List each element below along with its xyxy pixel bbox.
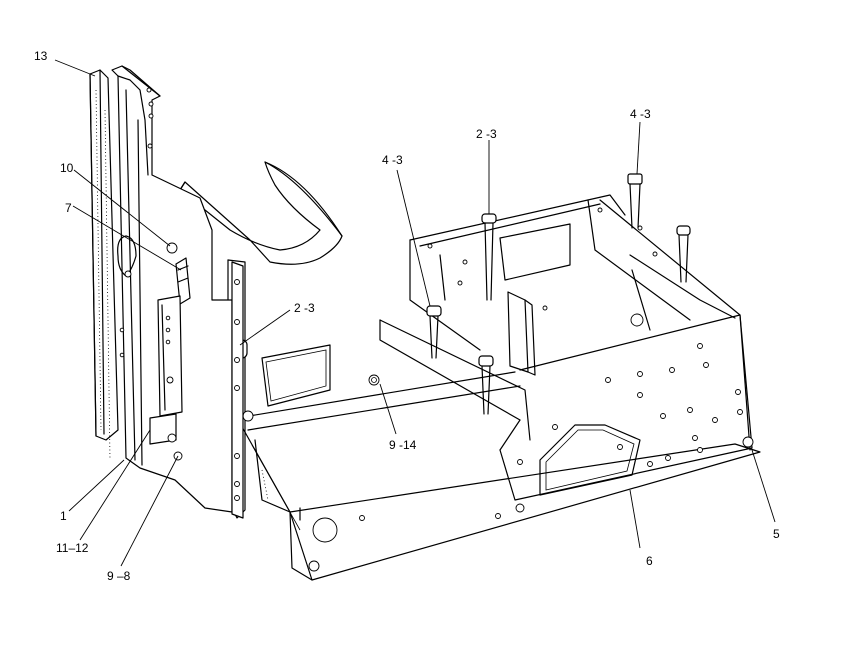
callout-1: 1: [60, 509, 67, 523]
callout-11-12: 11–12: [56, 541, 89, 555]
callout-4-3-mid: 4 -3: [382, 153, 403, 167]
callout-5: 5: [773, 527, 780, 541]
callout-10: 10: [60, 161, 74, 175]
callout-13: 13: [34, 49, 48, 63]
leader-lines: [54, 59, 776, 567]
callout-9-14: 9 -14: [389, 438, 417, 452]
upright-post: [89, 65, 269, 519]
callout-2-3-top: 2 -3: [476, 127, 497, 141]
callout-labels: 13 10 7 2 -3 4 -3 2 -3 4 -3 9 -14 1 11–1…: [34, 49, 780, 583]
callout-2-3-left: 2 -3: [294, 301, 315, 315]
callout-4-3-right: 4 -3: [630, 107, 651, 121]
callout-7: 7: [65, 201, 72, 215]
bolt-items: [222, 173, 691, 415]
callout-9-8: 9 –8: [107, 569, 131, 583]
callout-6: 6: [646, 554, 653, 568]
